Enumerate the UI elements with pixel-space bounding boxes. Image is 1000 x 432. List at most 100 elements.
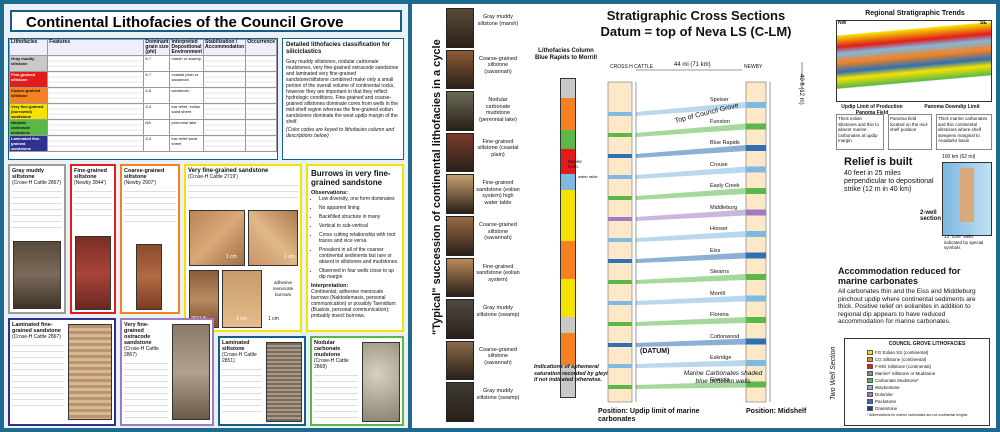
core-photo xyxy=(248,210,298,266)
accommodation-title: Accommodation reduced for marine carbona… xyxy=(838,266,961,286)
legend-swatch xyxy=(867,357,873,363)
unit-label: Stearns xyxy=(710,269,729,275)
lithofacies-name: Laminated fine-grained sandstone xyxy=(9,135,49,152)
legend-item: Packstone xyxy=(867,398,987,405)
photo-text xyxy=(222,364,262,414)
scale-label: 1 cm xyxy=(236,316,247,322)
photo-box-vf-sandstone: Very fine-grained sandstone (Crose-H Cat… xyxy=(184,164,302,332)
environment-cell: low relief sand sheet xyxy=(169,135,205,152)
well-label-2: NEWBY xyxy=(744,64,763,70)
burrows-title: Burrows in very fine-grained sandstone xyxy=(311,169,391,187)
cross-section-svg xyxy=(607,62,803,403)
observation-item: Observed in four wells close to up dip m… xyxy=(319,268,399,280)
core-photo xyxy=(172,324,210,420)
detail-cell xyxy=(245,135,277,152)
legend-swatch xyxy=(867,364,873,370)
position-1: Position: Updip limit of marine carbonat… xyxy=(598,408,700,423)
two-well-label: 2-well section xyxy=(920,210,942,222)
core-photo xyxy=(222,270,262,328)
observation-item: Backfilled structure in many xyxy=(319,214,399,220)
core-photo xyxy=(136,244,162,310)
scale-label: 1 cm xyxy=(226,254,237,260)
column-band xyxy=(561,98,575,130)
legend-item: F-MG Siltstone (continental) xyxy=(867,363,987,370)
features-cell xyxy=(47,55,145,72)
lithofacies-column xyxy=(560,78,576,398)
marine-note: Marine Carbonates shaded blue between we… xyxy=(683,370,763,385)
column-band xyxy=(561,79,575,99)
column-label: Coarse-grained siltstone (savannah) xyxy=(479,346,517,366)
legend-label: Marine* Siltstone or Mudstone xyxy=(875,371,936,376)
grain-cell: 6-7 xyxy=(143,71,171,88)
unit-label: Easly Creek xyxy=(710,183,740,189)
updip-label: Updip Limit of Production Panoma Field xyxy=(841,104,903,116)
strip-photo xyxy=(446,299,474,339)
detail-cell xyxy=(203,103,247,120)
unit-label: Middleburg xyxy=(710,204,738,211)
correlation-band xyxy=(636,166,746,179)
column-band xyxy=(561,148,575,175)
datum-label: (DATUM) xyxy=(640,348,670,355)
column-label: Coarse-grained siltstone (savannah) xyxy=(479,222,517,241)
core-wells-note: 13 "core" wells indicated by special sym… xyxy=(944,234,984,250)
legend-item: Carbonate Mudstone* xyxy=(867,377,987,384)
left-title: Continental Lithofacies of the Council G… xyxy=(10,10,402,32)
legend-label: Packstone xyxy=(875,399,897,404)
legend-title: COUNCIL GROVE LITHOFACIES xyxy=(888,341,966,347)
well-band xyxy=(608,385,632,389)
observation-item: Cross cutting relationship with root tra… xyxy=(319,232,399,244)
correlation-band xyxy=(636,317,746,326)
correlation-band xyxy=(636,102,746,116)
well-band xyxy=(608,322,632,326)
photo-title: Laminated siltstone xyxy=(222,340,250,352)
table-header: Dominant grain size (phi) xyxy=(143,39,171,56)
well-band xyxy=(608,196,632,200)
strip-photo xyxy=(446,132,474,173)
legend-swatch xyxy=(867,399,873,405)
column-labels: Gray muddy siltstone (marsh) Coarse-grain… xyxy=(474,8,520,424)
well-band xyxy=(608,280,632,284)
strip-photo xyxy=(446,174,474,214)
environment-cell: savannah xyxy=(169,87,205,104)
core-photo xyxy=(13,241,61,309)
photo-title: Gray muddy siltstone xyxy=(12,168,45,180)
legend-side-label: Two Well Section xyxy=(830,346,837,400)
photo-title: Coarse-grained siltstone xyxy=(124,168,165,180)
column-band xyxy=(561,365,575,397)
unit-label: Eskridge xyxy=(710,355,732,361)
correlation-band xyxy=(636,274,746,284)
table-header: Lithofacies xyxy=(9,39,49,56)
column-label: Fine-grained sandstone (eolian system) xyxy=(476,263,520,283)
detail-cell xyxy=(245,71,277,88)
relief-axis-label: 40 ft (12 m) xyxy=(798,74,804,105)
core-photo xyxy=(266,342,302,422)
lithofacies-name: Coarse-grained siltstone xyxy=(9,87,49,104)
lithofacies-name: Nodular carbonate mudstone xyxy=(9,119,49,136)
left-panel: Continental Lithofacies of the Council G… xyxy=(4,4,408,428)
features-cell xyxy=(47,119,145,136)
core-photo xyxy=(68,324,112,420)
column-label: Coarse-grained siltstone (savannah) xyxy=(479,55,517,75)
downdip-label: Panoma Downdip Limit xyxy=(924,104,980,110)
legend-item: Wackestone xyxy=(867,384,987,391)
relief-body: 40 feet in 25 miles perpendicular to dep… xyxy=(844,170,934,193)
column-label: Gray muddy siltstone (swamp) xyxy=(476,305,520,318)
unit-label: Blue Rapids xyxy=(710,140,740,146)
regional-note-1: Thick eolian siltstones and thin to abse… xyxy=(836,114,884,150)
well-band xyxy=(608,343,632,347)
well-label-1: CROSS H CATTLE xyxy=(610,64,653,70)
column-label: Gray muddy siltstone (marsh) xyxy=(477,14,519,27)
bottom-box-laminated-sand: Laminated fine-grained sandstone (Crose-… xyxy=(8,318,116,426)
legend-foot: * Abbreviations for marine carbonates ar… xyxy=(867,413,968,417)
adhesive-label: adhesive meniscate burrows xyxy=(272,280,294,297)
bottom-box-laminated-silt: Laminated siltstone (Crose-H Cattle 2851… xyxy=(218,336,306,426)
classification-heading: Detailed lithofacies classification for … xyxy=(286,42,391,55)
well-band xyxy=(746,338,766,345)
accommodation-body: All carbonates thin and the Eiss and Mid… xyxy=(838,288,976,325)
bottom-box-nodular: Nodular carbonate mudstone (Crose-H Catt… xyxy=(310,336,404,426)
well-band xyxy=(746,295,766,302)
environment-cell: coastal plain or savannah xyxy=(169,71,205,88)
unit-label: Morrill xyxy=(710,290,725,297)
